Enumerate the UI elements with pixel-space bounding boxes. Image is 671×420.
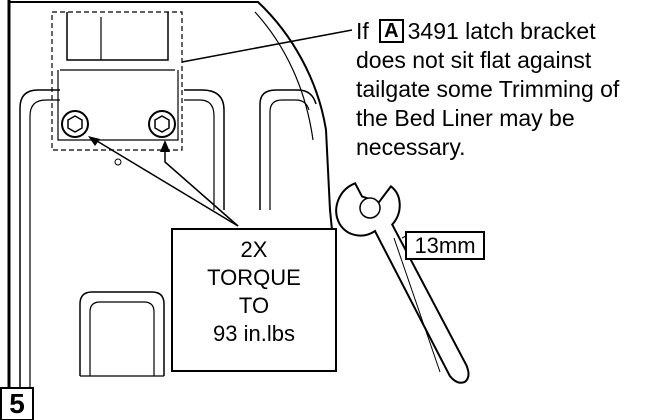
bed-liner-panel-right-inner [269,99,310,210]
callout-to: TO [238,293,270,318]
torque-callout: 2X TORQUE TO 93 in.lbs [171,228,337,372]
note-line-2: does not sit flat against [356,47,592,73]
leader-line-left-bolt [91,137,239,227]
tailgate-outline [9,1,336,261]
wrench-icon [335,182,470,384]
lower-pocket-outer [79,291,165,376]
latch-bracket-dashed-outline [51,11,183,151]
callout-qty: 2X [240,237,268,262]
leader-line-note [181,29,353,63]
bolt-left-icon [61,110,89,138]
note-line1-rest: 3491 latch bracket [407,18,596,44]
bed-liner-panel-center-outer [184,89,225,210]
part-badge-a: A [379,19,404,43]
latch-bracket-tab [66,12,169,61]
bed-liner-panel-left-inner [29,99,60,420]
bed-liner-panel-center [184,99,215,210]
callout-torque: TORQUE [207,265,301,290]
bed-liner-panel-right [259,89,317,210]
note-line-5: necessary. [356,134,466,160]
callout-value: 93 in.lbs [213,321,295,346]
leader-line-right-bolt [164,146,239,227]
small-hole [114,158,122,166]
wrench-size-label: 13mm [405,231,485,260]
lower-pocket-inner [89,301,155,376]
bed-liner-panel-left [19,89,60,420]
arrowhead-right [160,140,170,152]
step-number: 5 [0,387,34,420]
note-line-4: the Bed Liner may be [356,105,575,131]
tailgate-inner-edge [254,11,314,141]
note-line-3: tailgate some Trimming of [356,76,620,102]
note-prefix: If [356,18,369,44]
arrowhead-left [88,136,100,146]
bolt-right-icon [148,110,176,138]
latch-bracket-plate [57,70,179,141]
